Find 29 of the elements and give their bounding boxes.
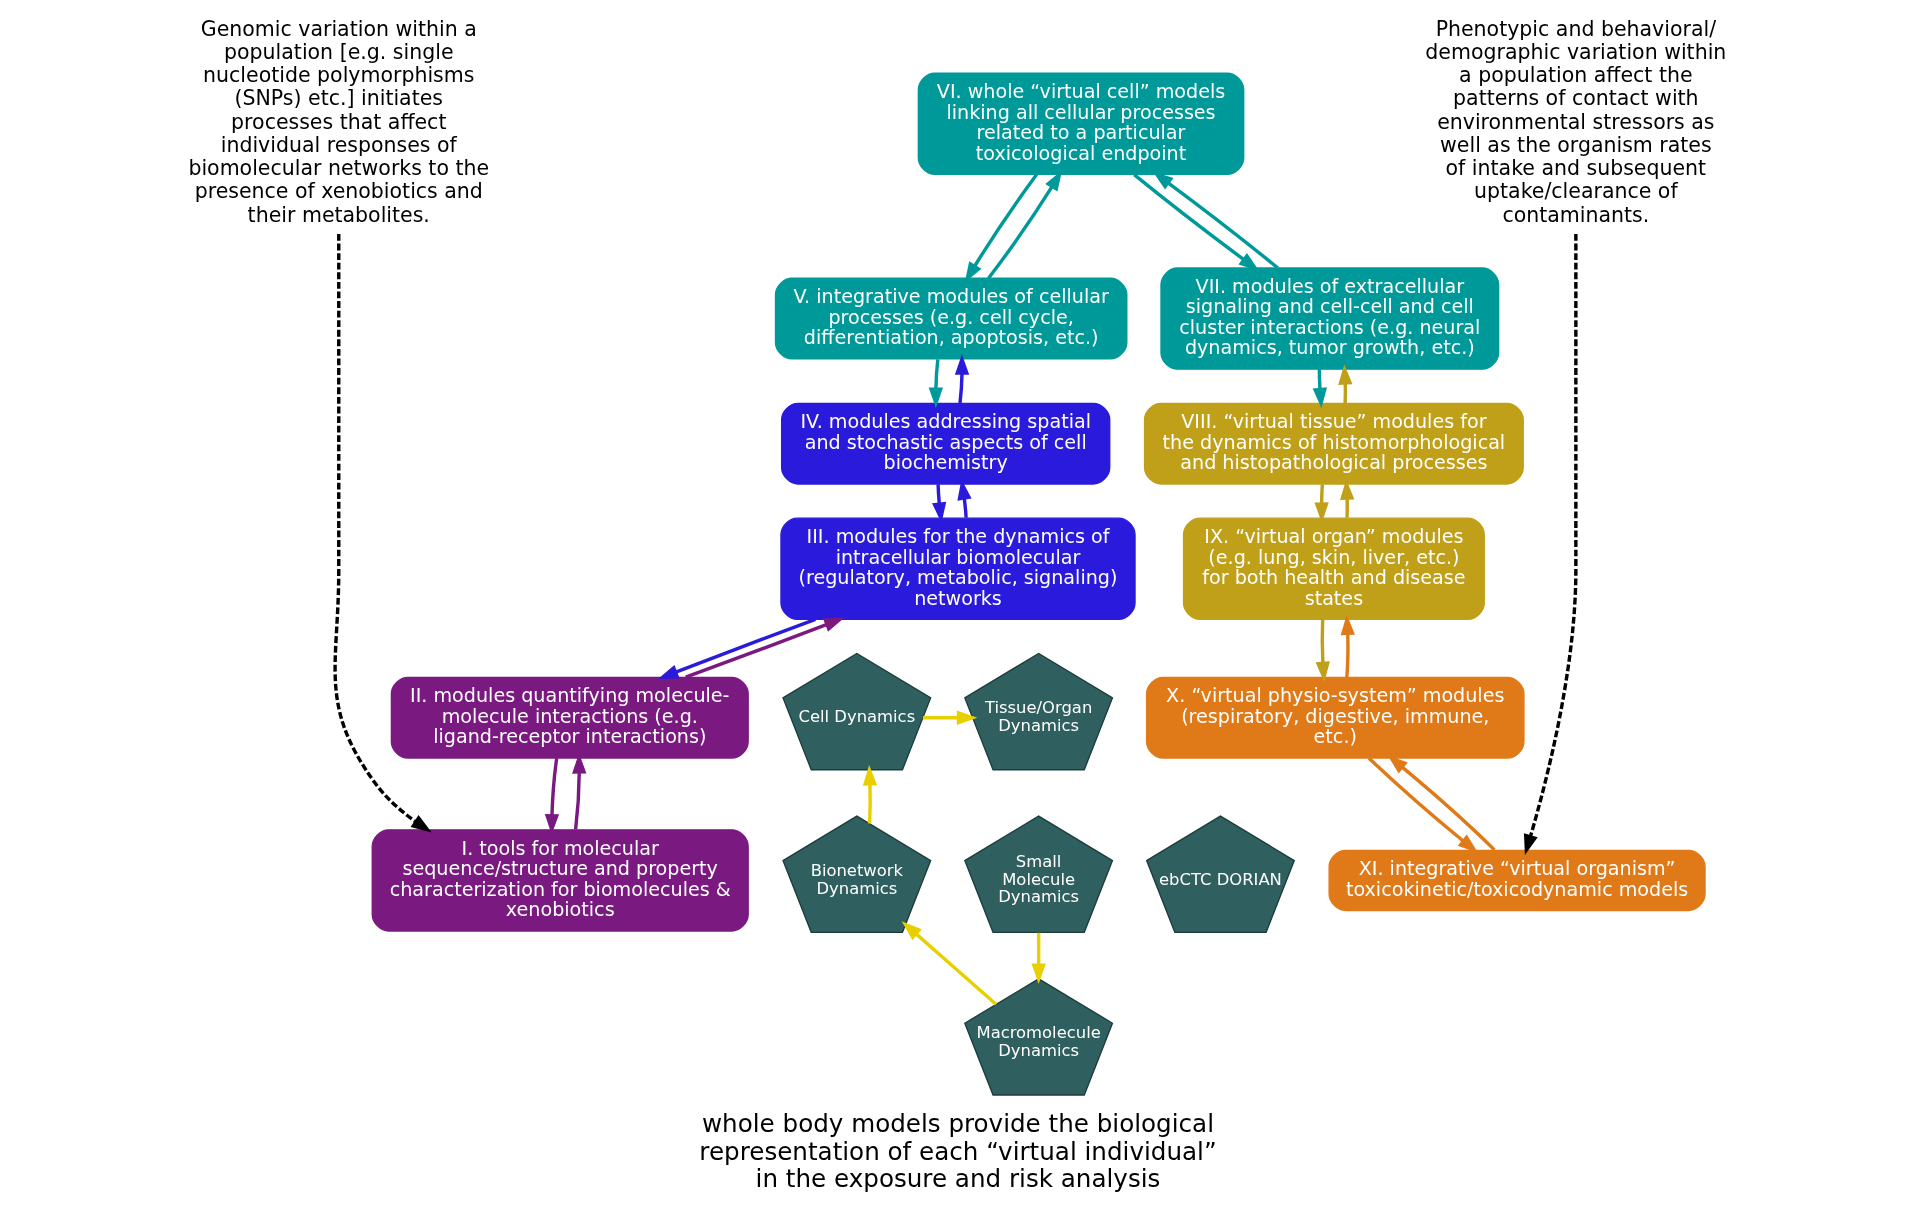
node-box: XI. integrative “virtual organism” toxicokinetic/toxicodynamic models bbox=[1327, 849, 1706, 912]
arrow bbox=[1132, 173, 1259, 271]
arrow bbox=[332, 234, 432, 833]
node-box: IV. modules addressing spatial and stochastic aspects of cell biochemistry bbox=[780, 402, 1110, 485]
node-box: IX. “virtual organ” modules (e.g. lung, skin, liver, etc.) for both health and disease states bbox=[1182, 517, 1485, 620]
caption: whole body models provide the biological representation of each “virtual individual” in the exposure and risk analysis bbox=[698, 1109, 1217, 1194]
node-box: VII. modules of extracellular signaling and cell-cell and cell cluster interactions (e.g. neural dynamics, tumor growth, etc.) bbox=[1159, 267, 1499, 370]
arrow bbox=[1312, 369, 1327, 409]
arrow bbox=[928, 359, 943, 409]
node-text: Genomic variation within a population [e.g. single nucleotide polymorphisms (SNPs) etc.] initiates processes that affect individual responses of biomolecular networks to the presence of xenobiotics and their metabolites. bbox=[187, 16, 489, 227]
arrow bbox=[1523, 234, 1578, 855]
arrow bbox=[954, 354, 969, 404]
arrow bbox=[1030, 932, 1046, 984]
arrow bbox=[862, 764, 877, 824]
node-box: I. tools for molecular sequence/structure and property characterization for biomolecules & xenobiotics bbox=[371, 829, 749, 932]
node-box: VI. whole “virtual cell” models linking all cellular processes related to a particular toxicological endpoint bbox=[917, 72, 1244, 176]
node-text: Phenotypic and behavioral/ demographic variation within a population affect the patterns of contact with environmental stressors as well as the organism rates of intake and subsequent uptake/clearance of contaminants. bbox=[1424, 16, 1726, 227]
arrow bbox=[657, 617, 816, 680]
node-box: II. modules quantifying molecule-molecule interactions (e.g. ligand-receptor interactions) bbox=[390, 676, 749, 759]
node-box: X. “virtual physio-system” modules (respiratory, digestive, immune, etc.) bbox=[1145, 676, 1525, 759]
node-box: III. modules for the dynamics of intracellular biomolecular (regulatory, metabolic, signaling) networks bbox=[779, 517, 1136, 620]
node-box: VIII. “virtual tissue” modules for the dynamics of histomorphological and histopathological processes bbox=[1143, 402, 1524, 485]
node-box: V. integrative modules of cellular processes (e.g. cell cycle, differentiation, apoptosis, etc.) bbox=[774, 277, 1127, 360]
arrow bbox=[922, 710, 977, 725]
arrow bbox=[1337, 364, 1352, 404]
arrow bbox=[1315, 619, 1330, 683]
arrow bbox=[1340, 614, 1355, 678]
arrow bbox=[684, 617, 845, 679]
arrow bbox=[901, 921, 997, 1006]
